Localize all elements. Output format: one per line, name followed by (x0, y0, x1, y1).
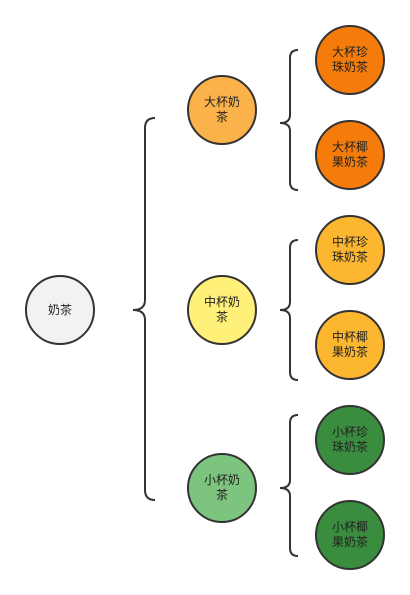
group-node-medium: 中杯奶茶 (187, 275, 257, 345)
group-node-small: 小杯奶茶 (187, 453, 257, 523)
leaf-node-label: 小杯珍珠奶茶 (331, 425, 368, 454)
group-brace-large (279, 49, 299, 191)
leaf-node-label: 大杯椰果奶茶 (331, 140, 368, 169)
group-node-label: 中杯奶茶 (203, 295, 240, 324)
leaf-node-large-pearl: 大杯珍珠奶茶 (315, 25, 385, 95)
leaf-node-label: 小杯椰果奶茶 (331, 520, 368, 549)
group-brace-medium (279, 239, 299, 381)
root-brace (132, 117, 156, 501)
group-node-label: 小杯奶茶 (203, 473, 240, 502)
group-node-label: 大杯奶茶 (203, 95, 240, 124)
leaf-node-small-pearl: 小杯珍珠奶茶 (315, 405, 385, 475)
root-node: 奶茶 (25, 275, 95, 345)
leaf-node-label: 中杯珍珠奶茶 (331, 235, 368, 264)
group-node-large: 大杯奶茶 (187, 75, 257, 145)
group-brace-small (279, 414, 299, 557)
leaf-node-label: 中杯椰果奶茶 (331, 330, 368, 359)
leaf-node-medium-coconut: 中杯椰果奶茶 (315, 310, 385, 380)
leaf-node-label: 大杯珍珠奶茶 (331, 45, 368, 74)
leaf-node-medium-pearl: 中杯珍珠奶茶 (315, 215, 385, 285)
leaf-node-large-coconut: 大杯椰果奶茶 (315, 120, 385, 190)
leaf-node-small-coconut: 小杯椰果奶茶 (315, 500, 385, 570)
root-node-label: 奶茶 (47, 302, 72, 317)
